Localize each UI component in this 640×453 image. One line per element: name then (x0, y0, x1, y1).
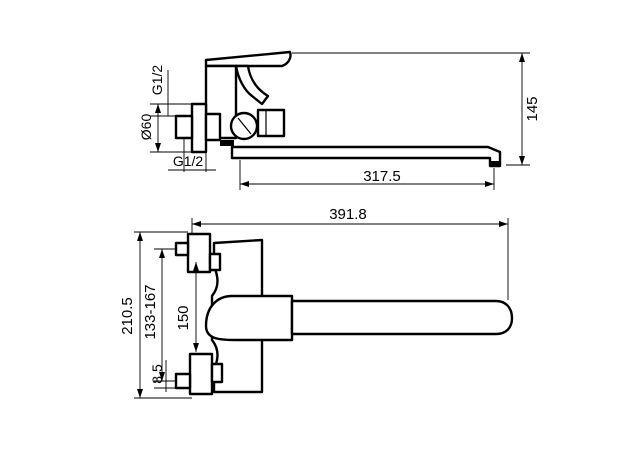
arrow-3175-left (240, 181, 249, 187)
arrow-2105-bottom (137, 389, 143, 398)
arrow-150-bottom (193, 343, 199, 352)
dim-label-g12-top: G1/2 (149, 65, 165, 96)
bottom-connector-link (210, 362, 224, 384)
body-connector (204, 112, 222, 142)
top-connector-link (208, 252, 222, 272)
arrow-dia60-top (155, 104, 161, 113)
arrow-145-bottom (519, 156, 525, 165)
dim-label-145: 145 (524, 96, 541, 121)
arrow-3175-right (485, 181, 494, 187)
arrow-150-top (193, 262, 199, 271)
arrow-dia60-bottom (155, 143, 161, 152)
knob-detail (237, 117, 252, 135)
bottom-connector (188, 352, 214, 396)
aerator (490, 161, 500, 167)
dim-label-85: 8.5 (149, 364, 165, 384)
bottom-connector-nut (174, 372, 192, 390)
front-view: 391.8 210.5 133-167 150 (119, 206, 514, 399)
arrow-145-top (519, 53, 525, 62)
arrow-133-top (159, 249, 165, 258)
spout-base (220, 140, 234, 146)
arrow-2105-top (137, 232, 143, 241)
arrow-3918-left (192, 221, 201, 227)
side-view: 145 G1/2 Ø60 G1/ (138, 50, 541, 190)
dim-label-3175: 317.5 (363, 168, 401, 185)
dim-label-3918: 391.8 (329, 206, 367, 223)
wall-flange (190, 102, 208, 154)
arrow-133-bottom (159, 372, 165, 381)
dim-label-2105: 210.5 (119, 297, 136, 335)
top-connector-nut (174, 241, 190, 257)
lever-neck (234, 64, 270, 106)
top-connector (186, 232, 212, 274)
lever-handle (204, 50, 292, 68)
dim-label-dia60: Ø60 (138, 114, 154, 141)
front-spout (290, 299, 514, 336)
dim-label-150: 150 (175, 305, 192, 330)
eccentric-connector (174, 114, 194, 140)
front-lever (204, 294, 294, 342)
dim-label-g12-bottom: G1/2 (173, 153, 204, 169)
arrow-3918-right (499, 221, 508, 227)
dim-label-133-167: 133-167 (142, 284, 159, 339)
long-spout (230, 145, 502, 168)
shower-outlet-nut (256, 108, 286, 138)
